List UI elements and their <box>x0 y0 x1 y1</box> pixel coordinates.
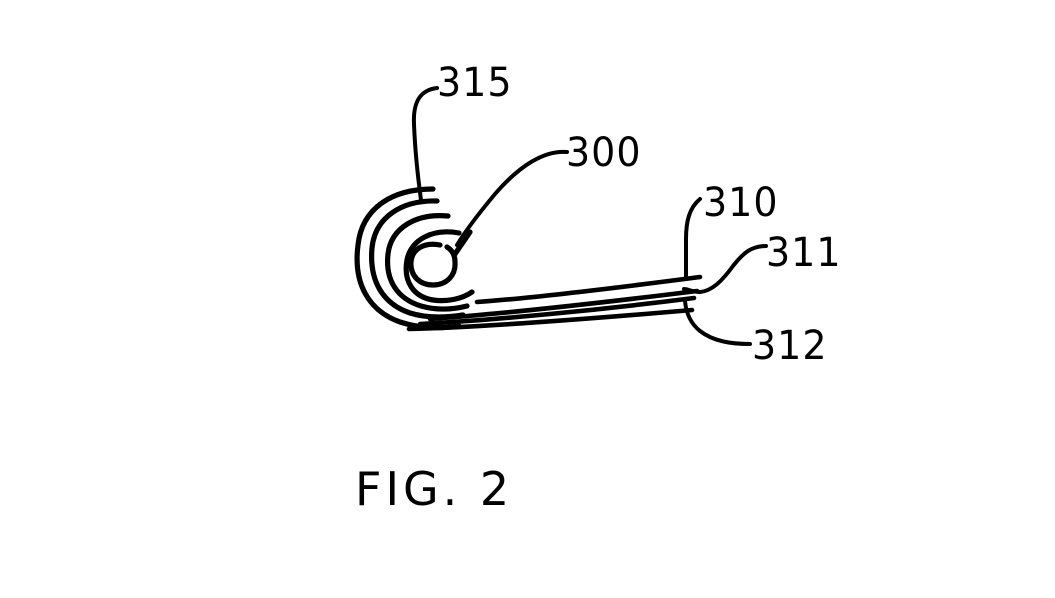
rolled-coil-group <box>354 186 475 331</box>
leader-line-300 <box>455 149 569 247</box>
roll-core <box>408 241 458 288</box>
tail-edge-bottom <box>406 307 695 332</box>
tail-edge-lower-mid <box>417 295 697 327</box>
roll-inner-connector <box>452 229 473 257</box>
leader-line-310 <box>684 197 702 281</box>
reference-label-311: 311 <box>766 228 842 276</box>
leader-lines-group <box>411 86 768 346</box>
tail-edge-top <box>474 274 703 305</box>
tail-edge-upper-mid <box>427 288 700 322</box>
figure-caption: FIG. 2 <box>355 462 514 516</box>
reference-label-315: 315 <box>437 58 513 106</box>
leader-line-315 <box>411 86 439 202</box>
reference-label-300: 300 <box>566 128 642 176</box>
tail-strip-group <box>406 274 703 332</box>
roll-turn-fourth <box>403 229 475 304</box>
leader-line-312 <box>683 299 752 346</box>
reference-label-310: 310 <box>703 178 779 226</box>
leader-line-311 <box>682 244 768 294</box>
roll-turn-third <box>384 213 470 312</box>
reference-label-312: 312 <box>752 321 828 369</box>
